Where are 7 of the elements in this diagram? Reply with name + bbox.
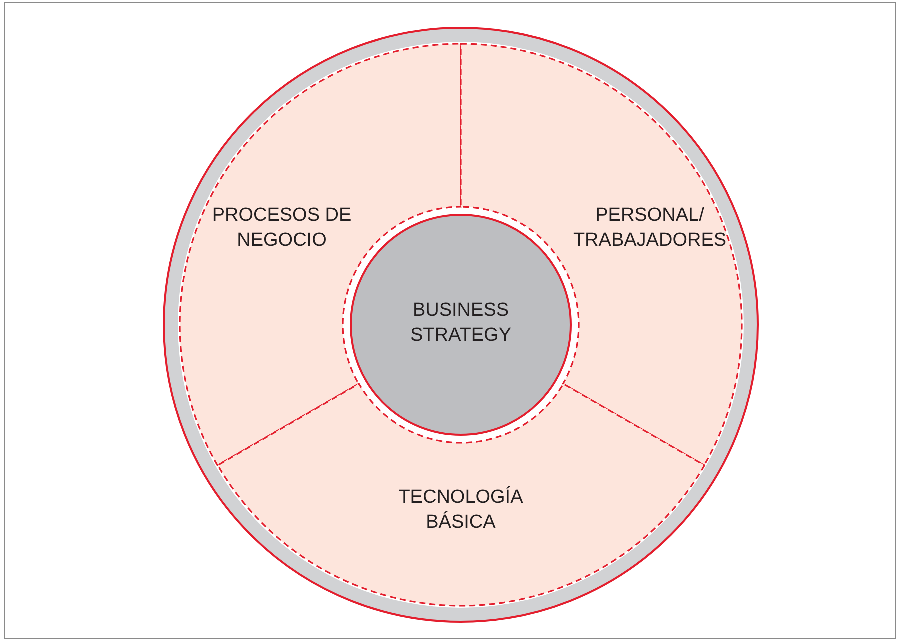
center-label: BUSINESS STRATEGY — [410, 299, 512, 348]
sector-label: TECNOLOGÍA BÁSICA — [398, 486, 524, 535]
sector-label: PERSONAL/ TRABAJADORES — [572, 204, 728, 253]
center-circle — [349, 213, 573, 437]
ring-sector — [216, 382, 706, 608]
outer-ring — [162, 26, 760, 624]
sector-label: PROCESOS DE NEGOCIO — [211, 204, 353, 253]
